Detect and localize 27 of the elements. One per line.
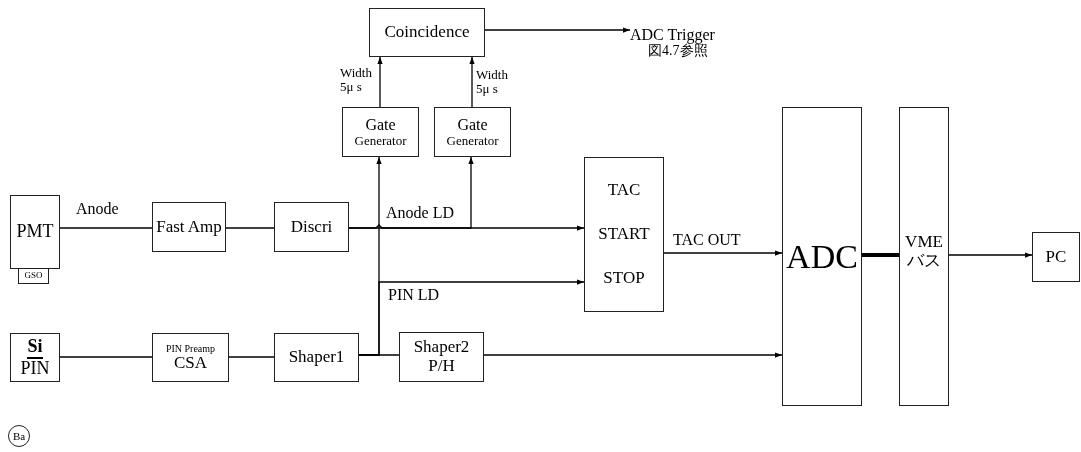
gate-generator-box: Gate Generator (342, 107, 419, 157)
detector-box: PMT (10, 195, 60, 269)
arrow (348, 156, 474, 229)
preamp-box: PIN Preamp CSA (152, 333, 229, 382)
amplifier-box: Fast Amp (152, 202, 226, 252)
source-circle: Ba (8, 425, 30, 447)
arrow (358, 279, 585, 356)
arrow (948, 252, 1033, 258)
pc-box: PC (1032, 232, 1080, 282)
arrow (483, 352, 783, 358)
arrow (663, 250, 783, 256)
edge-label: Width 5μ s (476, 68, 510, 96)
output-text: ADC Trigger 図4.7参照 (630, 22, 758, 62)
gate-generator-box: Gate Generator (434, 107, 511, 157)
crystal-box: GSO (18, 268, 49, 284)
arrow (484, 27, 631, 33)
detector-box: Si PIN (10, 333, 60, 382)
discriminator-box: Discri (274, 202, 349, 252)
bus-box: VME バス (899, 107, 949, 406)
adc-box: ADC (782, 107, 862, 406)
arrow (377, 56, 383, 108)
shaper-box: Shaper2 P/H (399, 332, 484, 382)
arrow (469, 56, 475, 108)
edge-label: Width 5μ s (340, 66, 374, 94)
shaper-box: Shaper1 (274, 333, 359, 382)
coincidence-box: Coincidence (369, 8, 485, 57)
tac-box: TAC START STOP (584, 157, 664, 312)
